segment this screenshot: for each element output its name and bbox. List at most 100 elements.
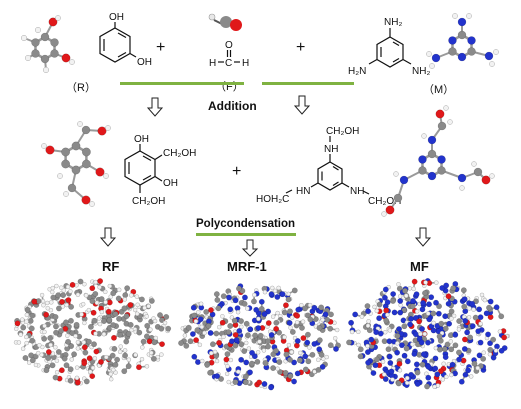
carbon-atom xyxy=(448,346,455,353)
nitrogen-atom xyxy=(484,51,494,61)
nitrogen-atom xyxy=(190,304,197,311)
oxygen-atom xyxy=(45,145,55,155)
nitrogen-atom xyxy=(386,353,393,360)
carbon-atom xyxy=(316,337,323,344)
carbon-atom xyxy=(304,312,311,319)
carbon-atom xyxy=(109,352,116,359)
hydrogen-atom xyxy=(489,61,495,67)
hn-label: HN xyxy=(296,186,310,197)
carbon-atom xyxy=(63,362,70,369)
carbon-atom xyxy=(61,147,71,157)
hydrogen-atom xyxy=(431,320,436,326)
hydrogen-atom xyxy=(387,328,393,333)
arrow-down-icon xyxy=(99,227,117,247)
carbon-atom xyxy=(264,338,271,345)
carbon-atom xyxy=(422,290,428,297)
carbon-atom xyxy=(183,342,190,349)
hydrogen-atom xyxy=(104,354,109,360)
hydrogen-atom xyxy=(299,302,304,308)
nitrogen-atom xyxy=(274,294,281,300)
hydrogen-atom xyxy=(108,294,113,299)
carbon-atom xyxy=(232,342,239,349)
nitrogen-atom xyxy=(249,349,255,356)
hydrogen-atom xyxy=(262,289,268,295)
carbon-atom xyxy=(307,316,314,323)
nitrogen-atom xyxy=(442,313,449,320)
nitrogen-atom xyxy=(268,384,274,391)
nitrogen-atom xyxy=(291,359,298,366)
hydrogen-atom xyxy=(152,318,158,324)
hydrogen-atom xyxy=(108,376,114,382)
carbon-atom xyxy=(276,359,283,365)
hydrogen-atom xyxy=(252,292,257,298)
hydrogen-atom xyxy=(82,281,87,287)
hydrogen-atom xyxy=(288,325,293,330)
nitrogen-atom xyxy=(413,361,420,368)
carbon-atom xyxy=(91,317,98,324)
hydrogen-atom xyxy=(75,346,81,351)
carbon-atom xyxy=(55,305,62,312)
carbon-atom xyxy=(178,340,185,347)
nitrogen-atom xyxy=(404,358,411,365)
hydrogen-atom xyxy=(50,289,55,295)
hydrogen-atom xyxy=(90,365,96,371)
carbon-atom xyxy=(242,379,249,386)
rf-label: RF xyxy=(102,259,119,274)
hydrogen-atom xyxy=(418,331,423,337)
polycondensation-bar xyxy=(196,233,296,236)
nitrogen-atom xyxy=(261,381,268,387)
carbon-atom xyxy=(438,320,445,327)
carbon-atom xyxy=(251,298,257,305)
rf-resin-network-model xyxy=(13,278,172,386)
hydrogen-atom xyxy=(146,303,151,309)
nitrogen-atom xyxy=(311,304,318,311)
oh-label: OH xyxy=(109,12,124,23)
hydrogen-atom xyxy=(126,357,132,362)
hydrogen-atom xyxy=(349,329,355,335)
carbon-atom xyxy=(50,49,59,58)
carbon-atom xyxy=(285,296,292,303)
nitrogen-atom xyxy=(352,311,359,318)
carbon-atom xyxy=(364,303,371,309)
nitrogen-atom xyxy=(467,36,476,45)
carbon-atom xyxy=(31,38,40,47)
hydrogen-atom xyxy=(449,372,454,378)
carbon-atom xyxy=(457,30,467,40)
carbon-atom xyxy=(40,54,50,64)
carbon-atom xyxy=(225,329,232,335)
hydrogen-atom xyxy=(103,289,108,295)
hydrogen-atom xyxy=(103,173,109,179)
hydrogen-atom xyxy=(448,339,454,344)
hydrogen-atom xyxy=(424,371,429,376)
oxygen-atom xyxy=(95,167,105,177)
hydrogen-atom xyxy=(214,358,220,364)
carbon-atom xyxy=(50,294,57,301)
plus-sign: + xyxy=(232,163,241,180)
carbon-atom xyxy=(427,149,437,159)
nitrogen-atom xyxy=(445,300,452,307)
carbon-atom xyxy=(148,297,155,304)
addition-label: Addition xyxy=(208,99,257,113)
nitrogen-atom xyxy=(434,371,441,378)
nitrogen-atom xyxy=(226,294,232,301)
hydrogen-atom xyxy=(129,293,134,298)
carbon-atom xyxy=(22,354,29,361)
hydrogen-atom xyxy=(300,319,306,324)
hydrogen-atom xyxy=(55,15,61,21)
h-atom: H xyxy=(242,58,249,69)
hydrogen-atom xyxy=(393,171,399,177)
carbon-atom xyxy=(456,318,463,325)
hydrogen-atom xyxy=(68,289,73,294)
carbon-atom xyxy=(448,47,457,56)
hydrogen-atom xyxy=(229,315,235,320)
hydrogen-atom xyxy=(133,352,138,358)
carbon-atom xyxy=(238,318,244,324)
carbon-atom xyxy=(442,325,449,332)
nitrogen-atom xyxy=(194,359,201,366)
oxygen-atom xyxy=(81,360,88,367)
oh-label: OH xyxy=(137,57,152,68)
hydrogen-atom xyxy=(53,345,58,350)
hydrogen-atom xyxy=(208,350,214,356)
carbon-atom xyxy=(374,356,380,363)
melamine-label: （M） xyxy=(423,83,454,96)
